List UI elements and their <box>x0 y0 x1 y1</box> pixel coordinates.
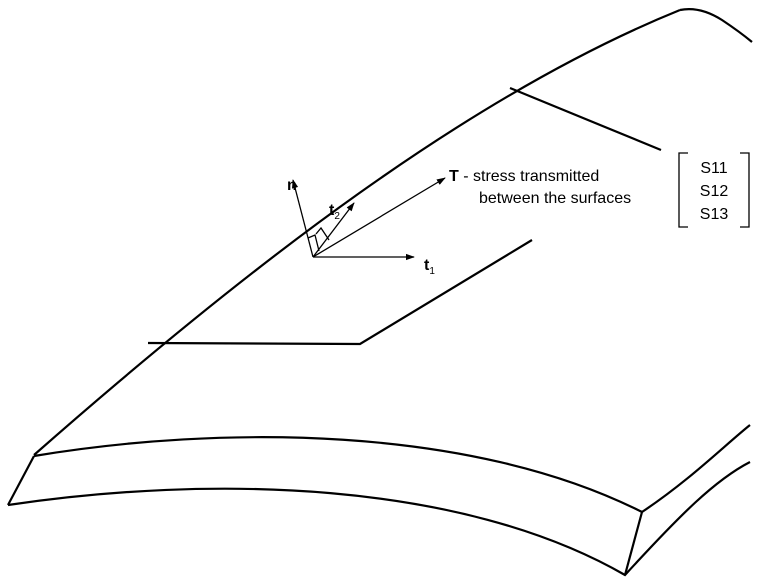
right-bracket <box>740 152 750 228</box>
tangent1-subscript: 1 <box>429 266 435 277</box>
traction-desc-line2: between the surfaces <box>479 190 631 207</box>
tangent1-label: t1 <box>424 257 435 277</box>
stress-component: S11 <box>700 160 727 177</box>
tangent2-subscript: 2 <box>334 211 340 222</box>
lower-body-left-edge <box>7 455 35 506</box>
traction-label: T - stress transmitted <box>449 168 599 185</box>
normal-vector-arrow <box>291 179 314 258</box>
right-angle-marker <box>307 226 330 252</box>
traction-desc-line1: - stress transmitted <box>459 168 599 185</box>
tangent2-vector-arrow <box>312 202 355 258</box>
stress-component: S12 <box>700 183 729 200</box>
traction-vector-arrow <box>312 177 446 258</box>
normal-label: n <box>287 177 297 194</box>
lower-body-corner-edge <box>623 511 644 576</box>
lower-body-bottom-edge <box>7 461 751 577</box>
stress-component: S13 <box>700 206 729 223</box>
traction-symbol: T <box>449 168 459 185</box>
lower-body-top-edge <box>33 424 751 514</box>
contact-patch-outline <box>147 86 662 346</box>
upper-surface-top-edge <box>33 8 681 456</box>
left-bracket <box>678 152 688 228</box>
upper-surface-corner <box>679 8 753 43</box>
tangent2-label: t2 <box>329 202 340 222</box>
